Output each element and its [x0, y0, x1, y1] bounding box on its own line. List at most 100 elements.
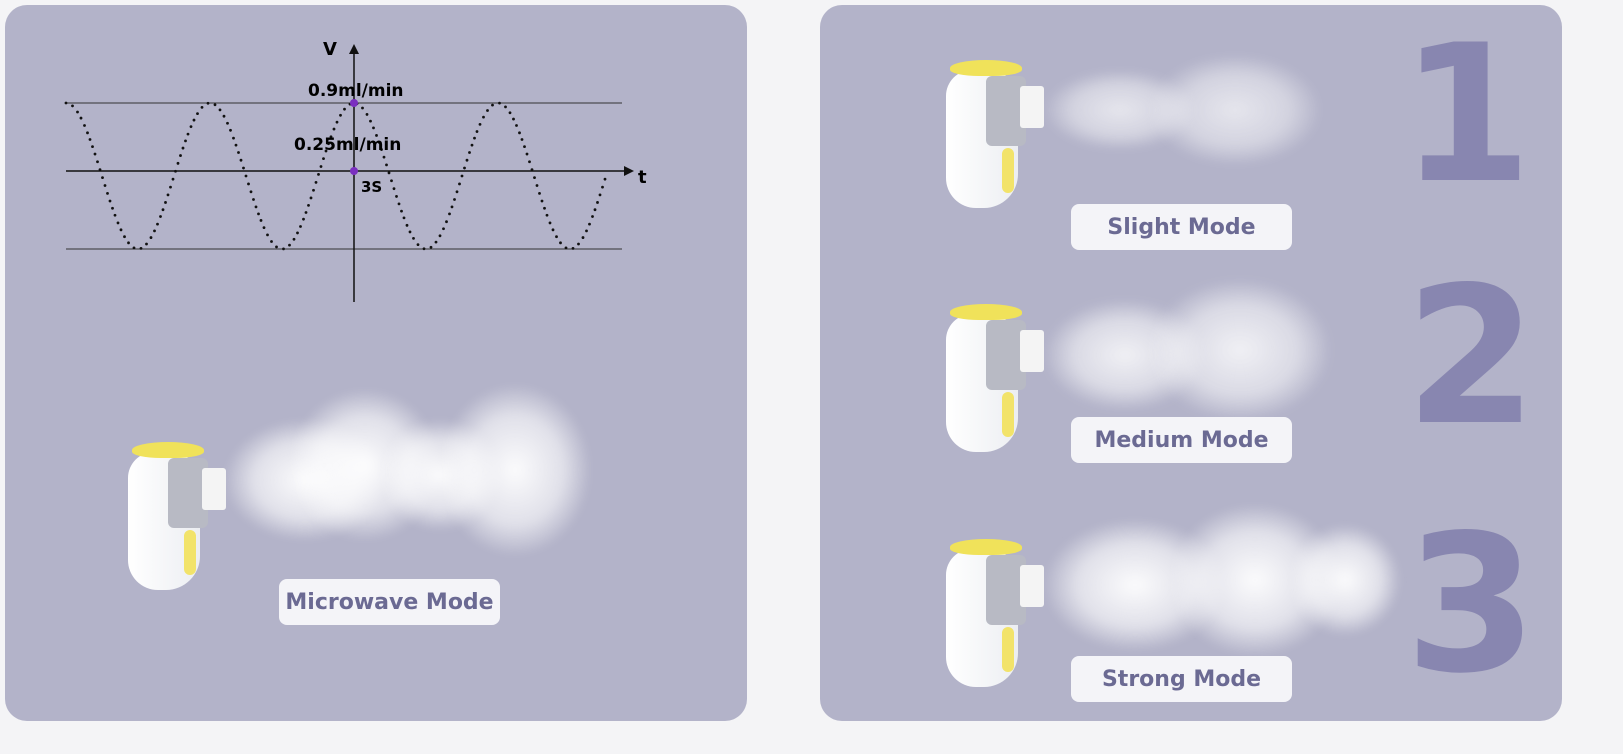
wave-dot — [412, 237, 415, 240]
wave-dot — [181, 146, 185, 150]
wave-dot — [375, 134, 378, 137]
wave-dot — [108, 199, 112, 203]
wave-dot — [296, 231, 299, 235]
wave-dot — [515, 124, 518, 127]
wave-dot — [244, 174, 248, 178]
wave-dot — [91, 145, 94, 148]
microwave-mode-label: Microwave Mode — [279, 579, 500, 625]
wave-dot — [545, 213, 549, 217]
wave-dot — [343, 107, 346, 111]
wave-dot — [445, 220, 448, 224]
wave-dot — [232, 136, 235, 140]
wave-dot — [434, 240, 438, 244]
wave-dot — [525, 152, 529, 156]
wave-dot — [307, 204, 310, 207]
wave-dot — [372, 126, 375, 130]
wave-dot — [103, 184, 107, 187]
wave-dot — [530, 168, 534, 172]
wave-dot — [192, 118, 196, 122]
wave-dot — [262, 226, 266, 230]
wave-dot — [438, 234, 442, 238]
wave-dot — [397, 202, 401, 206]
wave-series — [64, 101, 607, 251]
wave-dot — [429, 245, 433, 249]
wave-dot — [275, 245, 278, 249]
wave-dot — [111, 206, 114, 210]
wave-dot — [543, 206, 546, 210]
wave-dot — [387, 171, 391, 175]
nebulizer-device — [946, 48, 1044, 218]
wave-dot — [603, 177, 607, 181]
wave-dot — [242, 166, 245, 170]
wave-dot — [380, 148, 383, 151]
wave-dot — [145, 242, 148, 246]
wave-dot — [377, 140, 381, 144]
wave-dot — [408, 230, 412, 234]
wave-dot — [113, 213, 117, 217]
wave-dot — [335, 120, 339, 124]
wave-dot — [184, 139, 187, 143]
wave-dot — [270, 240, 273, 243]
center-marker — [350, 167, 358, 175]
wave-dot — [392, 187, 396, 191]
wave-dot — [249, 190, 253, 194]
wave-dot — [259, 219, 263, 222]
wave-dot — [455, 190, 459, 194]
wave-dot — [601, 185, 604, 189]
wave-dot — [309, 196, 313, 200]
wave-dot — [555, 235, 558, 239]
wave-dot — [266, 233, 269, 237]
wave-dot — [460, 174, 464, 178]
wave-dot — [593, 208, 597, 212]
wave-dot — [132, 246, 136, 250]
wave-dot — [166, 193, 170, 197]
wave-dot — [314, 180, 318, 184]
wave-dot — [196, 112, 199, 115]
wave-dot — [312, 188, 315, 192]
wave-dot — [222, 114, 226, 118]
wave-dot — [450, 205, 454, 209]
wave-dot — [83, 124, 86, 127]
wave-dot — [119, 228, 123, 232]
wave-dot — [581, 236, 585, 239]
wave-dot — [218, 108, 222, 112]
wave-dot — [174, 169, 177, 173]
wave-dot — [164, 201, 167, 204]
wave-dot — [538, 191, 541, 195]
mode-number-2: 2 — [1405, 246, 1538, 467]
wave-dot — [512, 117, 515, 121]
wave-dot — [473, 136, 476, 140]
y-axis-label: V — [323, 39, 337, 60]
wave-dot — [206, 101, 210, 105]
wave-dot — [189, 125, 193, 129]
wave-dot — [548, 221, 552, 225]
wave-dot — [402, 216, 406, 220]
wave-dot — [390, 179, 393, 183]
wave-dot — [324, 149, 328, 153]
wave-dot — [153, 229, 156, 233]
wave-dot — [596, 201, 599, 204]
wave-dot — [533, 176, 536, 179]
v-axis-arrow — [349, 44, 359, 54]
wave-dot — [288, 243, 291, 247]
wave-dot — [478, 122, 482, 126]
wave-dot — [463, 166, 466, 170]
wave-dot — [498, 101, 501, 105]
wave-dot — [508, 111, 512, 115]
wave-dot — [504, 105, 507, 109]
wave-dot — [169, 185, 172, 189]
wave-dot — [93, 152, 97, 156]
wave-dot — [226, 121, 229, 125]
wave-dot — [179, 154, 182, 157]
wave-dot — [302, 217, 305, 221]
wave-dot — [400, 209, 403, 213]
wave-dot — [518, 131, 521, 135]
wave-dot — [282, 247, 285, 251]
strong-mode-label: Strong Mode — [1071, 656, 1292, 702]
wave-dot — [523, 145, 526, 148]
wave-dot — [598, 193, 602, 197]
wave-dot — [76, 110, 79, 114]
wave-dot — [101, 176, 104, 179]
wave-dot — [317, 173, 320, 176]
max-marker — [350, 99, 358, 107]
